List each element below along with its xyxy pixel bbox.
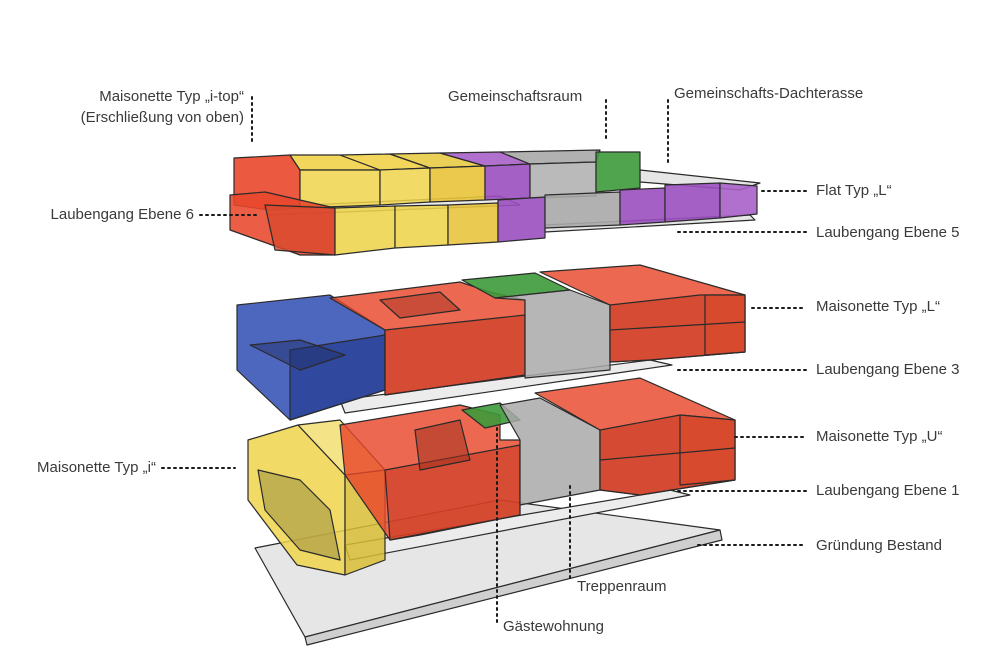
middle-red-block-right <box>539 264 746 363</box>
label-maisonette-i-top: Maisonette Typ „i-top“ <box>99 88 244 105</box>
maisonette-blue-block <box>236 294 386 421</box>
label-gemeinschaftsraum: Gemeinschaftsraum <box>448 88 583 105</box>
lower-red-block-right <box>534 377 736 496</box>
label-erschliessung: (Erschließung von oben) <box>80 109 244 126</box>
label-dachterasse: Gemeinschafts-Dachterasse <box>674 85 864 102</box>
label-laubengang-6: Laubengang Ebene 6 <box>50 206 194 223</box>
label-laubengang-5: Laubengang Ebene 5 <box>816 224 960 241</box>
lower-red-block-left <box>339 404 521 541</box>
label-flat-l: Flat Typ „L“ <box>816 182 892 199</box>
label-laubengang-3: Laubengang Ebene 3 <box>816 361 960 378</box>
label-laubengang-1: Laubengang Ebene 1 <box>816 482 960 499</box>
second-row-units <box>229 182 758 256</box>
label-gruendung: Gründung Bestand <box>816 537 942 554</box>
label-gaestewohnung: Gästewohnung <box>503 618 604 635</box>
label-treppenraum: Treppenraum <box>577 578 667 595</box>
leader-lines <box>161 96 807 623</box>
label-maisonette-i: Maisonette Typ „i“ <box>37 459 156 476</box>
middle-red-block-left <box>329 281 526 396</box>
label-maisonette-l: Maisonette Typ „L“ <box>816 298 940 315</box>
middle-grey-core <box>494 289 611 379</box>
label-maisonette-u: Maisonette Typ „U“ <box>816 428 943 445</box>
